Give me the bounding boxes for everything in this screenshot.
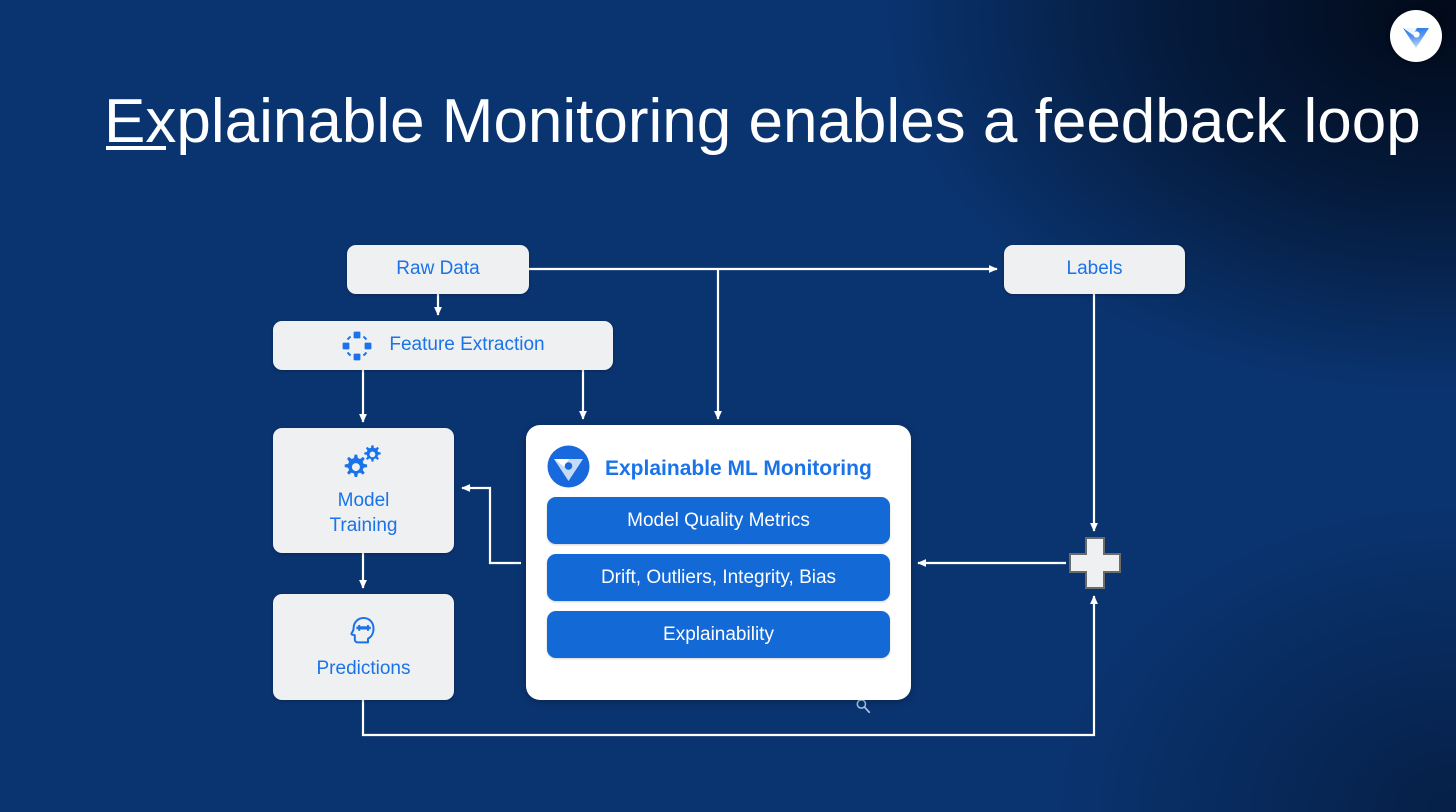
node-predictions[interactable]: Predictions	[273, 594, 454, 700]
fiddler-logo-icon	[1390, 10, 1442, 62]
magnifier-icon	[854, 697, 872, 720]
pill-model-quality-metrics[interactable]: Model Quality Metrics	[547, 497, 890, 544]
feature-extraction-icon	[341, 330, 373, 362]
node-model-training[interactable]: Model Training	[273, 428, 454, 553]
monitoring-card-header: Explainable ML Monitoring	[540, 441, 897, 497]
node-labels[interactable]: Labels	[1004, 245, 1185, 294]
page-title: Explainable Monitoring enables a feedbac…	[104, 87, 1421, 156]
node-feature-extraction[interactable]: Feature Extraction	[273, 321, 613, 370]
node-model-training-label-line1: Model	[337, 490, 390, 512]
plus-junction-icon[interactable]	[1068, 536, 1122, 590]
title-underline	[106, 146, 166, 150]
node-labels-label: Labels	[1066, 258, 1123, 280]
monitoring-card-title: Explainable ML Monitoring	[605, 457, 872, 480]
monitoring-card: Explainable ML Monitoring Model Quality …	[526, 425, 911, 700]
node-raw-data-label: Raw Data	[396, 258, 480, 280]
pill-explainability[interactable]: Explainability	[547, 611, 890, 658]
head-brain-icon	[347, 614, 381, 648]
node-raw-data[interactable]: Raw Data	[347, 245, 529, 294]
pill-drift-outliers-integrity-bias[interactable]: Drift, Outliers, Integrity, Bias	[547, 554, 890, 601]
node-feature-extraction-label: Feature Extraction	[389, 334, 545, 356]
gears-icon	[343, 444, 385, 480]
node-model-training-label-line2: Training	[329, 514, 398, 536]
node-predictions-label: Predictions	[316, 657, 411, 679]
fiddler-logo-icon	[546, 444, 591, 494]
